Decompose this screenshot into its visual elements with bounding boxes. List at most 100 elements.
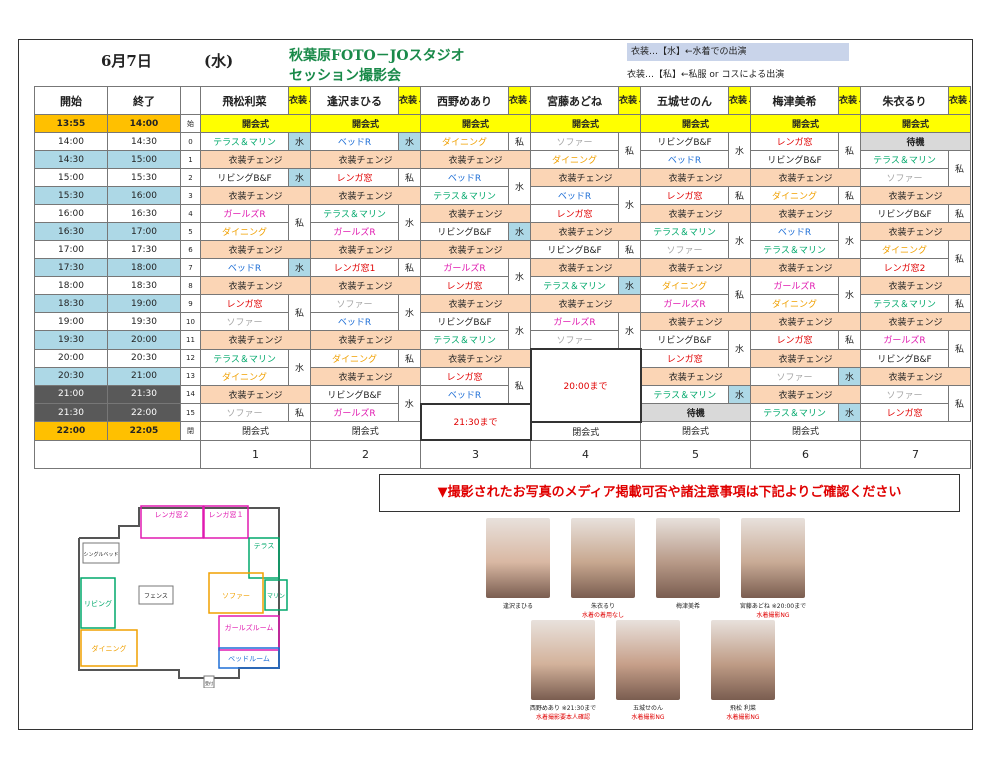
reception-area — [203, 675, 215, 688]
column-number: 2 — [310, 439, 421, 469]
costume-header: 衣装↓ — [948, 86, 971, 115]
session-location-cell: リビングB&F — [640, 132, 729, 151]
costume-type-cell: 水 — [838, 403, 861, 422]
costume-type-cell: 水 — [398, 204, 421, 241]
session-location-cell: ダイニング — [750, 294, 839, 313]
costume-type-cell: 水 — [838, 366, 861, 386]
session-location-cell: ガールズR — [310, 222, 399, 241]
session-location-cell: レンガ窓 — [750, 132, 839, 151]
studio-title: 秋葉原FOTO－JOスタジオ — [289, 48, 465, 64]
session-location-cell: ソファー — [860, 168, 949, 187]
slot-number: 7 — [180, 258, 201, 277]
costume-change-cell: 衣装チェンジ — [310, 240, 421, 259]
column-number: 5 — [640, 439, 751, 469]
costume-type-cell: 水 — [288, 258, 311, 277]
renga-window-1-label: レンガ窓１ — [209, 510, 244, 519]
costume-type-cell: 水 — [728, 330, 751, 368]
costume-change-cell: 衣装チェンジ — [530, 168, 641, 187]
girls-room — [218, 615, 280, 651]
model-photo-name: 梅津美希 — [675, 603, 700, 610]
start-time: 17:00 — [34, 240, 108, 259]
session-location-cell: ダイニング — [420, 132, 509, 151]
closing-ceremony-cell: 閉会式 — [640, 421, 751, 441]
event-date: 6月7日 — [101, 52, 152, 70]
costume-header: 衣装↓ — [728, 86, 751, 115]
end-notice-2130: 21:30まで — [419, 402, 532, 441]
end-time: 18:30 — [107, 276, 181, 295]
model-name-header: 朱衣るり — [860, 86, 949, 115]
slot-number: 3 — [180, 186, 201, 205]
bedroom-label: ベッドルーム — [228, 655, 270, 663]
costume-type-cell: 水 — [618, 186, 641, 223]
costume-change-cell: 衣装チェンジ — [640, 168, 751, 187]
marine-area — [264, 579, 288, 611]
sofa-area — [208, 572, 264, 614]
session-location-cell: ダイニング — [750, 186, 839, 205]
session-location-cell: レンガ窓 — [530, 204, 619, 223]
costume-change-cell: 衣装チェンジ — [310, 276, 421, 295]
terrace-label: テラス — [254, 542, 275, 550]
model-photo — [571, 518, 635, 598]
end-time: 15:00 — [107, 150, 181, 169]
costume-type-cell: 私 — [948, 294, 971, 313]
costume-type-cell: 水 — [508, 168, 531, 205]
model-name-header: 西野めあり — [420, 86, 509, 115]
end-time: 20:00 — [107, 330, 181, 350]
opening-ceremony-cell: 開会式 — [200, 114, 311, 133]
costume-type-cell: 水 — [728, 222, 751, 259]
column-number: 7 — [860, 439, 971, 469]
dining-label: ダイニング — [92, 644, 127, 653]
slot-number: 12 — [180, 348, 201, 368]
session-location-cell: ダイニング — [200, 366, 289, 386]
slot-number: 5 — [180, 222, 201, 241]
end-header: 終了 — [107, 86, 181, 115]
session-location-cell: ソファー — [640, 240, 729, 259]
studio-floor-plan: レンガ窓２ レンガ窓１ シングルベッド テラス リビング フェンス ソファー マ… — [78, 505, 288, 688]
slot-number: 11 — [180, 330, 201, 350]
costume-type-cell: 水 — [288, 168, 311, 187]
slot-header — [180, 86, 201, 115]
costume-type-cell: 水 — [508, 312, 531, 350]
closing-ceremony-cell: 閉会式 — [530, 421, 641, 441]
end-time: 19:30 — [107, 312, 181, 331]
single-bed-label: シングルベッド — [83, 551, 118, 558]
session-location-cell: ベッドR — [750, 222, 839, 241]
session-location-cell: レンガ窓1 — [310, 258, 399, 277]
costume-change-cell: 衣装チェンジ — [750, 168, 861, 187]
costume-type-cell: 私 — [618, 240, 641, 259]
costume-type-cell: 私 — [838, 132, 861, 169]
session-location-cell: リビングB&F — [200, 168, 289, 187]
session-location-cell: テラス＆マリン — [640, 384, 729, 404]
opening-ceremony-cell: 開会式 — [310, 114, 421, 133]
event-weekday: (水) — [204, 52, 234, 70]
session-location-cell: レンガ窓 — [420, 366, 509, 386]
model-photo-note: 水着撮影NG — [726, 714, 760, 721]
costume-change-cell: 衣装チェンジ — [530, 222, 641, 241]
costume-type-cell: 水 — [398, 294, 421, 331]
marine-label: マリン — [267, 593, 285, 600]
standby-cell: 待機 — [860, 132, 971, 151]
dining-area — [80, 629, 138, 667]
start-header: 開始 — [34, 86, 108, 115]
session-location-cell: ソファー — [750, 366, 839, 386]
session-location-cell: テラス＆マリン — [420, 186, 509, 205]
model-photo-note: 水着撮影NG — [631, 714, 665, 721]
end-time: 17:30 — [107, 240, 181, 259]
session-location-cell: ソファー — [310, 294, 399, 313]
costume-type-cell: 水 — [398, 384, 421, 422]
session-location-cell: ダイニング — [640, 276, 729, 295]
schedule-table: 開始終了飛松利菜衣装↓逢沢まひる衣装↓西野めあり衣装↓宮藤あどね衣装↓五城せのん… — [34, 86, 971, 469]
blank-footer — [34, 439, 201, 469]
costume-change-cell: 衣装チェンジ — [420, 150, 531, 169]
costume-header: 衣装↓ — [288, 86, 311, 115]
costume-type-cell: 私 — [948, 384, 971, 422]
